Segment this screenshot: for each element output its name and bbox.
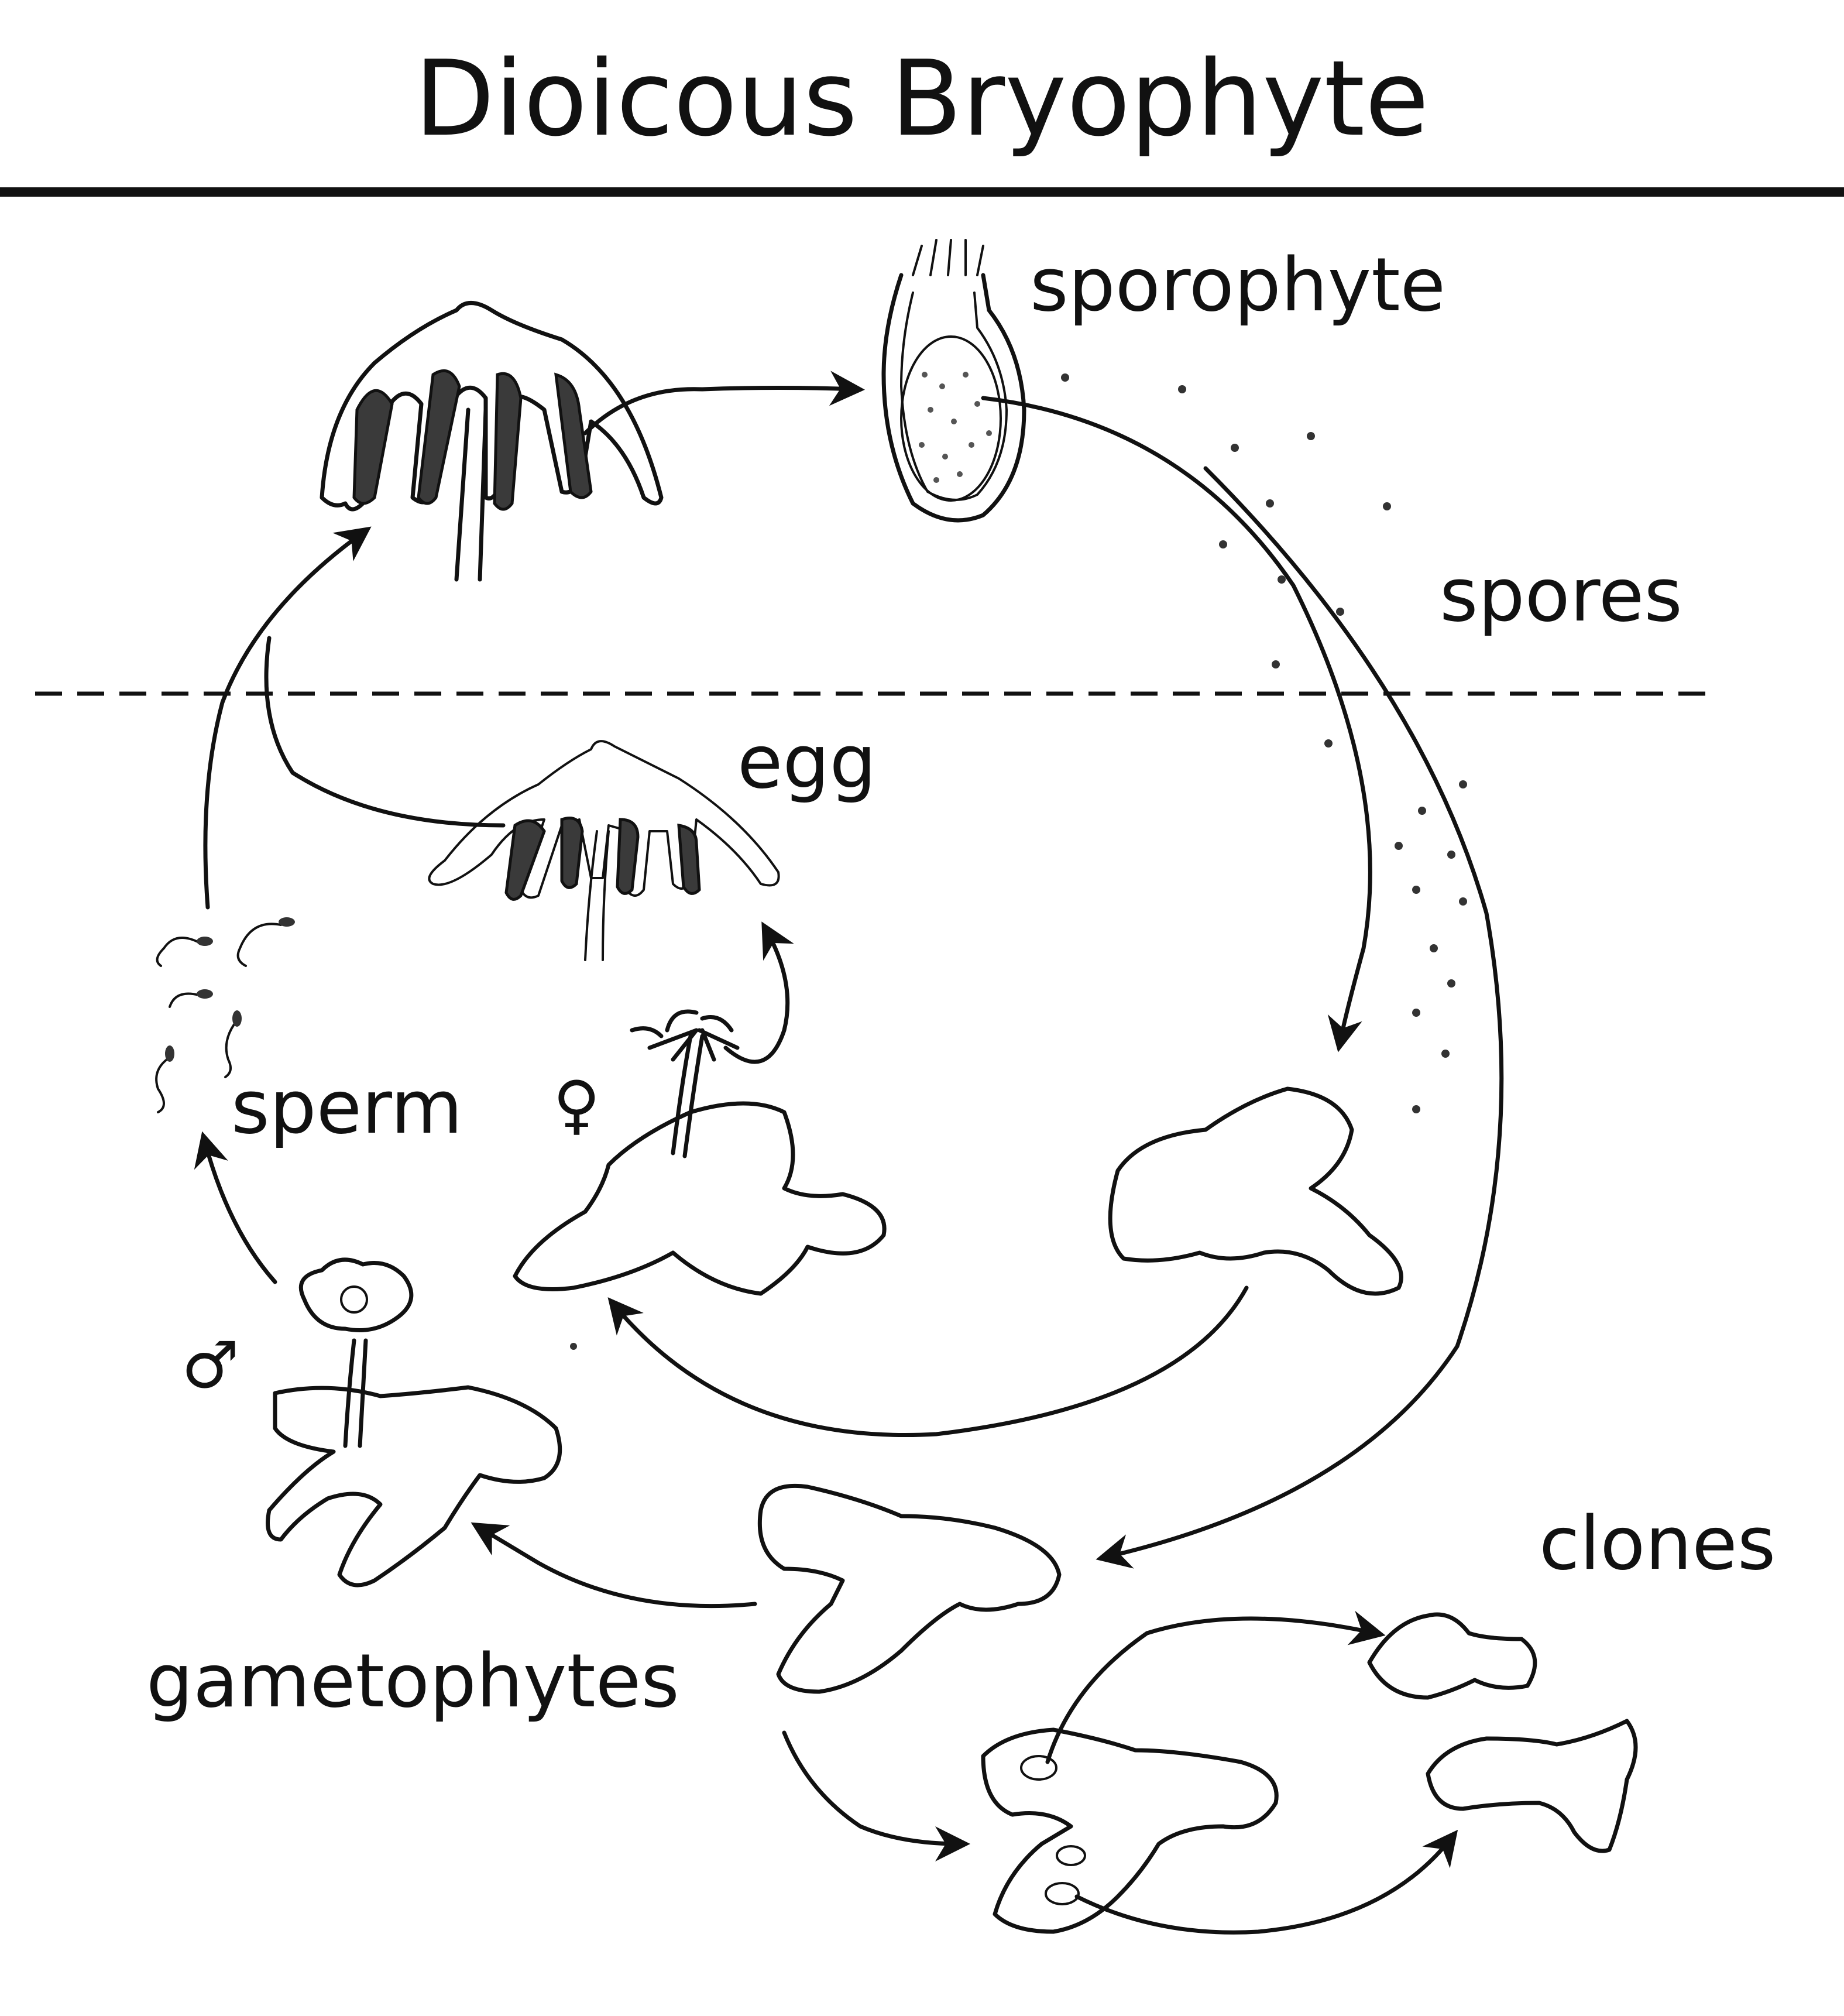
gametophyte-with-gemmae-icon <box>981 1727 1279 1934</box>
arrow-sperm-to-receptacle <box>203 526 372 910</box>
label-gametophytes: gametophytes <box>146 1638 679 1724</box>
female-receptacle-with-sporophytes-icon <box>320 301 664 582</box>
label-egg: egg <box>737 719 876 805</box>
female-receptacle-with-eggs-icon <box>428 740 780 961</box>
arrow-egg-to-receptacle <box>264 636 506 828</box>
spores-dots-icon <box>570 373 1467 1350</box>
arrow-gemma-to-small-clone <box>1045 1610 1386 1764</box>
male-gametophyte-icon <box>266 1257 562 1588</box>
gametophyte-center-icon <box>757 1483 1062 1694</box>
label-sporophyte: sporophyte <box>1030 242 1445 328</box>
arrow-receptacle-to-sporophyte <box>583 371 865 436</box>
label-clones: clones <box>1539 1500 1776 1586</box>
arrow-sporophyte-to-gametophyte-right <box>981 396 1372 1052</box>
arrow-gemma-to-large-clone <box>1074 1829 1458 1935</box>
female-symbol: ♀ <box>553 1067 600 1142</box>
gemma-cup-1 <box>1020 1755 1057 1781</box>
clone-large-icon <box>1426 1719 1638 1853</box>
clone-small-icon <box>1367 1612 1537 1700</box>
label-spores: spores <box>1440 552 1682 638</box>
sperm-cells-icon <box>155 917 295 1113</box>
arrow-gametophyte-to-gemmae <box>782 1730 970 1861</box>
arrow-gametophyte-right-to-female <box>607 1285 1249 1438</box>
arrow-male-to-sperm <box>194 1131 277 1284</box>
male-symbol: ♂ <box>181 1328 239 1403</box>
label-sperm: sperm <box>231 1064 462 1150</box>
diagram-title: Dioicous Bryophyte <box>414 38 1429 159</box>
gametophyte-right-icon <box>1108 1086 1403 1296</box>
sporophyte-capsule-icon <box>881 239 1026 523</box>
arrow-sporophyte-to-gametophyte-center <box>1096 466 1504 1569</box>
arrow-female-to-egg <box>723 921 794 1064</box>
female-gametophyte-icon <box>513 1009 887 1296</box>
gemma-cup-3 <box>1045 1882 1080 1905</box>
gemma-cup-2 <box>1056 1845 1086 1866</box>
arrow-gametophyte-center-to-male <box>471 1522 757 1609</box>
